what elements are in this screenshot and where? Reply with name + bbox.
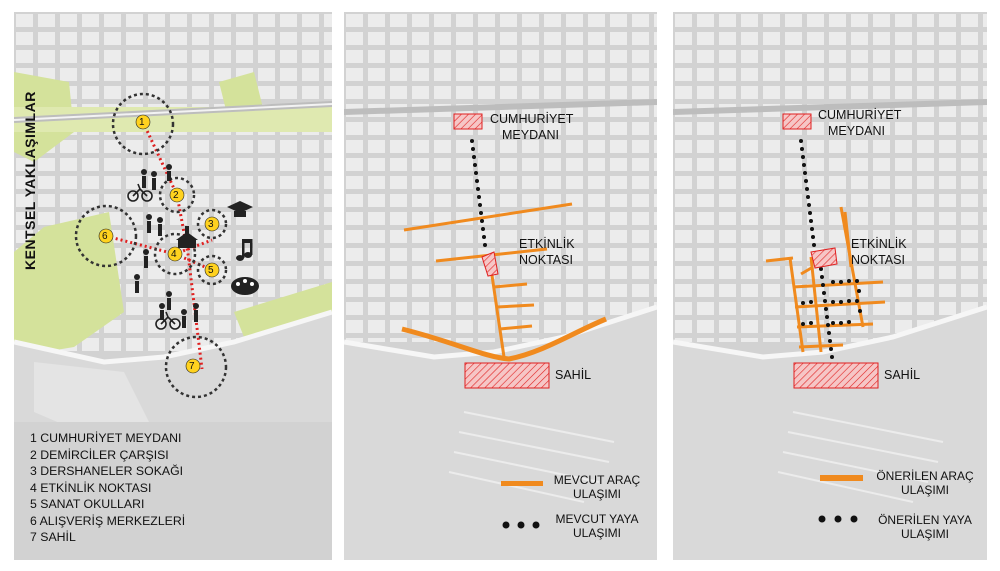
map-base <box>344 12 657 560</box>
marker-1-label: 1 <box>139 117 145 128</box>
legend-list: 1 CUMHURİYET MEYDANI 2 DEMİRCİLER ÇARŞIS… <box>30 430 185 546</box>
label-cumhuriyet: CUMHURİYET <box>490 112 574 126</box>
legend-item: 7 SAHİL <box>30 530 76 544</box>
marker-3-label: 3 <box>208 219 214 230</box>
marker-2-label: 2 <box>173 190 179 201</box>
label-sahil: SAHİL <box>555 368 592 382</box>
label-sahil: SAHİL <box>884 368 921 382</box>
map-panel-existing: CUMHURİYET MEYDANI ETKİNLİK NOKTASI SAHİ… <box>344 12 657 560</box>
label-etkinlik: ETKİNLİK <box>851 237 907 251</box>
marker-5-label: 5 <box>208 265 214 276</box>
label-meydani: MEYDANI <box>828 124 885 138</box>
label-etkinlik: ETKİNLİK <box>519 237 575 251</box>
legend-item: 6 ALIŞVERİŞ MERKEZLERİ <box>30 513 186 528</box>
legend-item: 5 SANAT OKULLARI <box>30 497 145 511</box>
label-noktasi: NOKTASI <box>519 253 573 267</box>
panel-title-vertical: KENTSEL YAKLAŞIMLAR <box>22 91 38 270</box>
legend-item: 3 DERSHANELER SOKAĞI <box>30 464 184 478</box>
marker-6-label: 6 <box>102 231 108 242</box>
map-panel-proposed: CUMHURİYET MEYDANI ETKİNLİK NOKTASI SAHİ… <box>673 12 987 560</box>
map-panel-urban-approaches: 1 2 3 6 4 5 7 KENTSEL YAKLAŞIMLAR 1 CUMH… <box>14 12 332 560</box>
legend-item: 4 ETKİNLİK NOKTASI <box>30 480 152 495</box>
label-noktasi: NOKTASI <box>851 253 905 267</box>
legend-item: 2 DEMİRCİLER ÇARŞISI <box>30 447 169 462</box>
marker-7-label: 7 <box>189 361 195 372</box>
label-meydani: MEYDANI <box>502 128 559 142</box>
map-base <box>673 12 987 560</box>
label-cumhuriyet: CUMHURİYET <box>818 108 902 122</box>
marker-4-label: 4 <box>171 249 177 260</box>
legend-item: 1 CUMHURİYET MEYDANI <box>30 431 182 445</box>
map-base <box>14 12 332 560</box>
